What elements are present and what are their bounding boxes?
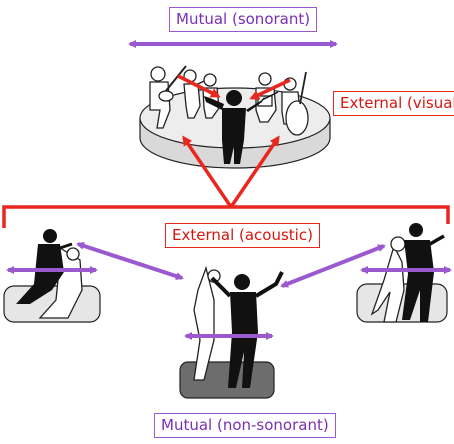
label-mutual-sonorant: Mutual (sonorant) [169,7,318,32]
acoustic-arrow-right [229,135,280,208]
left-to-center-arrow [76,242,184,280]
acoustic-arrow-left [182,135,233,208]
visual-arrow-left [177,74,221,98]
label-external-visual: External (visual) [333,91,454,116]
label-external-acoustic: External (acoustic) [165,223,320,248]
visual-arrow-right [249,78,291,100]
conductor-icon [204,90,279,164]
acoustic-bracket [2,205,450,228]
tango-couple-left-icon [16,229,83,319]
center-to-right-arrow [280,244,386,288]
label-mutual-non-sonorant: Mutual (non-sonorant) [154,413,336,438]
tango-couple-right-icon [370,223,445,323]
tango-couple-center-icon [193,265,284,388]
musicians-icon [149,65,309,136]
